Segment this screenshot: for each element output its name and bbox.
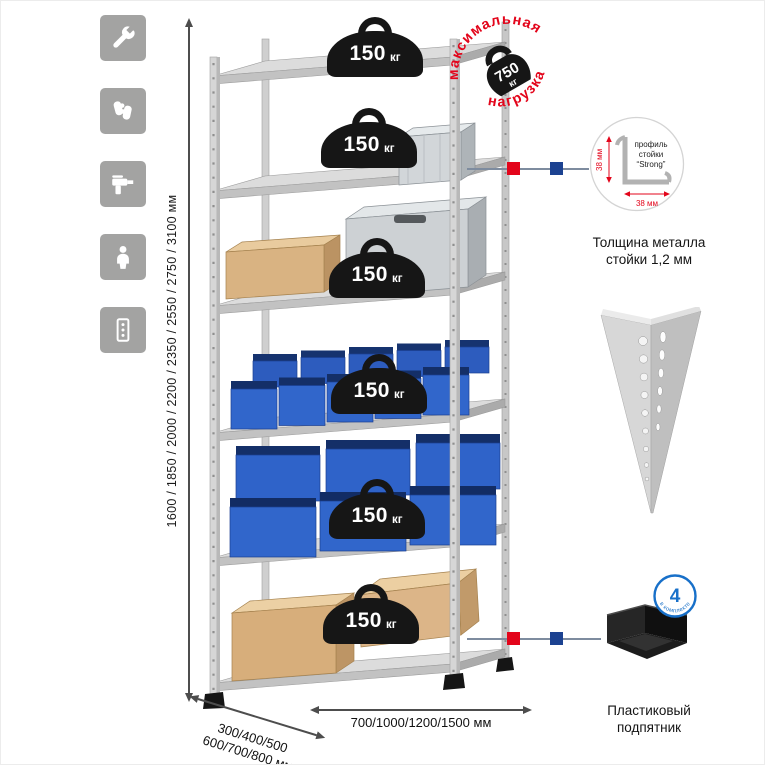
profile-dimension-vertical: 38 мм [595,136,612,183]
badge-number: 4 [670,586,681,607]
marker-blue-bottom [550,632,563,645]
shelf-load-unit: кг [386,618,397,631]
perforated-post-icon [116,318,130,342]
shelf-load-value: 150 [345,609,382,632]
shelf-load-value: 150 [351,504,388,527]
profile-dimension-horizontal: 38 мм [624,191,670,208]
shelf-load-value: 150 [343,133,380,156]
profile-callout-line [467,168,589,170]
shelf-load-unit: кг [390,51,401,64]
svg-text:“Strong”: “Strong” [637,160,666,169]
post-holes [638,336,650,482]
stamp-kettlebell-icon [485,45,531,97]
shelf-load-unit: кг [384,142,395,155]
shelf-load-value: 150 [351,263,388,286]
width-dimension-line [310,706,532,714]
feature-tile-post [100,307,146,353]
cardboard-box-mid [225,234,341,300]
included-count-badge: 4 в комплекте [653,574,697,618]
shelf-load-badge: 150 кг [331,368,427,414]
shelf-load-badge: 150 кг [329,252,425,298]
shelf-load-badge: 150 кг [323,598,419,644]
feature-tile-person [100,234,146,280]
shelf-load-unit: кг [392,272,403,285]
profile-caption: Толщина металла стойки 1,2 мм [592,235,706,267]
angle-post-image [600,307,702,514]
width-dimension-label: 700/1000/1200/1500 мм [350,715,492,730]
height-dimension-line [185,18,193,702]
marker-red-top [507,162,520,175]
shelf-load-value: 150 [349,42,386,65]
svg-text:38 мм: 38 мм [636,199,658,208]
profile-callout: 38 мм 38 мм профиль стойки “Strong” [589,116,685,212]
post-slots [655,331,667,431]
foot-caption: Пластиковый подпятник [607,703,691,735]
shelf-load-value: 150 [353,379,390,402]
svg-text:профиль: профиль [634,140,667,149]
height-dimension-label: 1600 / 1850 / 2000 / 2200 / 2350 / 2550 … [165,194,179,528]
gloves-icon [113,101,132,120]
wrench-icon [113,26,135,48]
marker-blue-top [550,162,563,175]
feature-tile-drill [100,161,146,207]
plastic-foot-image [606,604,688,659]
person-icon [117,246,129,269]
feature-tile-gloves [100,88,146,134]
shelf-load-unit: кг [392,513,403,526]
profile-label: профиль стойки “Strong” [634,140,667,169]
shelf-load-badge: 150 кг [321,122,417,168]
svg-text:38 мм: 38 мм [595,149,604,171]
marker-red-bottom [507,632,520,645]
profile-drawing [615,135,672,185]
shelf-load-badge: 150 кг [327,31,423,77]
svg-text:стойки: стойки [639,150,663,159]
depth-dimension-label: 300/400/500 600/700/800 мм [200,720,296,765]
shelf-load-badge: 150 кг [329,493,425,539]
foot-callout-line [467,638,601,640]
feature-tile-assembly [100,15,146,61]
max-load-stamp: максимальная нагрузка 750 кг [442,5,556,122]
drill-icon [112,175,134,195]
shelf-load-unit: кг [394,388,405,401]
